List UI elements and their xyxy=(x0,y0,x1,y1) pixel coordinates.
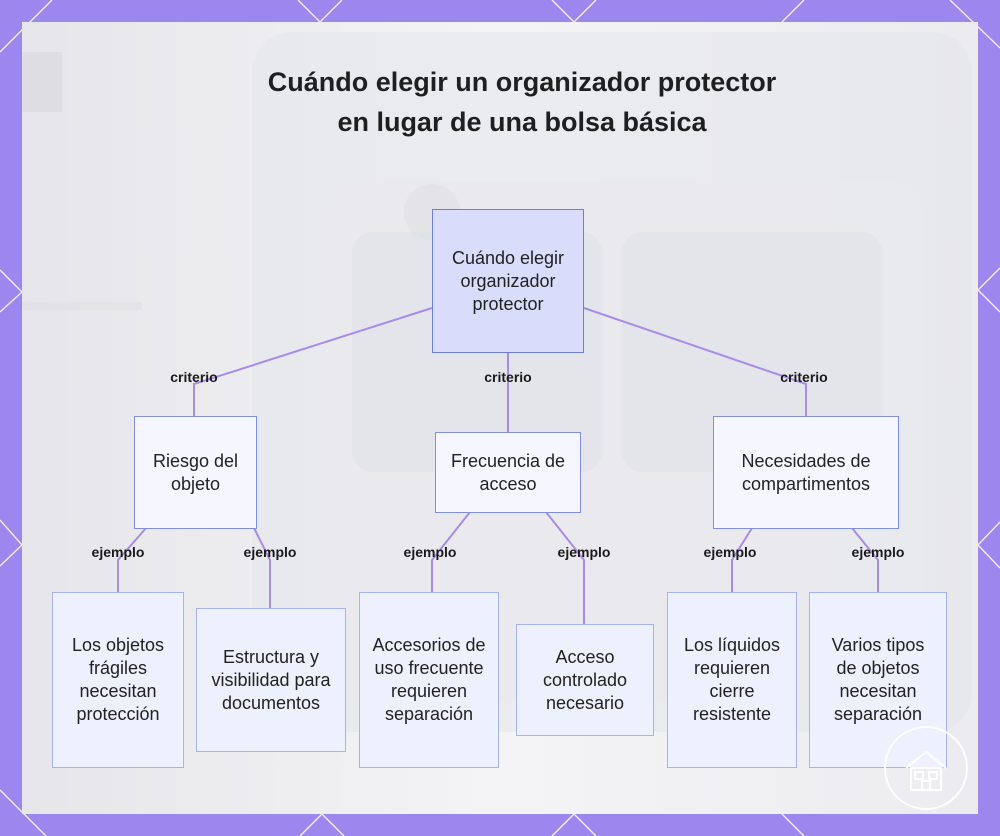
example-node-acceso: Acceso controlado necesario xyxy=(516,624,654,736)
edge-label-ejemplo-5: ejemplo xyxy=(704,544,757,560)
example-node-liquidos: Los líquidos requieren cierre resistente xyxy=(667,592,797,768)
criterion-label-riesgo: Riesgo del objeto xyxy=(145,450,246,496)
diagram-card: Cuándo elegir un organizador protector e… xyxy=(22,22,978,814)
criterion-node-riesgo: Riesgo del objeto xyxy=(134,416,257,529)
connector-riesgo-ex1 xyxy=(118,528,146,592)
example-label-varios: Varios tipos de objetos necesitan separa… xyxy=(820,634,936,726)
connector-riesgo-ex2 xyxy=(254,528,270,608)
example-node-documentos: Estructura y visibilidad para documentos xyxy=(196,608,346,752)
example-label-liquidos: Los líquidos requieren cierre resistente xyxy=(678,634,786,726)
edge-label-ejemplo-1: ejemplo xyxy=(92,544,145,560)
example-node-fragiles: Los objetos frágiles necesitan protecció… xyxy=(52,592,184,768)
criterion-label-necesidades: Necesidades de compartimentos xyxy=(724,450,888,496)
connector-necesidades-ex1 xyxy=(732,528,752,592)
edge-label-ejemplo-4: ejemplo xyxy=(558,544,611,560)
criterion-label-frecuencia: Frecuencia de acceso xyxy=(446,450,570,496)
criterion-node-necesidades: Necesidades de compartimentos xyxy=(713,416,899,529)
root-node-label: Cuándo elegir organizador protector xyxy=(443,247,573,316)
criterion-node-frecuencia: Frecuencia de acceso xyxy=(435,432,581,513)
connector-necesidades-ex2 xyxy=(852,528,878,592)
example-node-accesorios: Accesorios de uso frecuente requieren se… xyxy=(359,592,499,768)
example-label-documentos: Estructura y visibilidad para documentos xyxy=(207,646,335,715)
edge-label-criterio-1: criterio xyxy=(170,369,217,385)
edge-label-ejemplo-2: ejemplo xyxy=(244,544,297,560)
connector-root-necesidades xyxy=(584,308,806,416)
connector-frecuencia-ex2 xyxy=(546,512,584,624)
connector-root-riesgo xyxy=(194,308,432,416)
edge-label-ejemplo-6: ejemplo xyxy=(852,544,905,560)
example-label-accesorios: Accesorios de uso frecuente requieren se… xyxy=(370,634,488,726)
example-label-acceso: Acceso controlado necesario xyxy=(527,646,643,715)
edge-label-criterio-3: criterio xyxy=(780,369,827,385)
house-icon xyxy=(882,724,970,812)
root-node: Cuándo elegir organizador protector xyxy=(432,209,584,353)
edge-label-ejemplo-3: ejemplo xyxy=(404,544,457,560)
example-label-fragiles: Los objetos frágiles necesitan protecció… xyxy=(63,634,173,726)
edge-label-criterio-2: criterio xyxy=(484,369,531,385)
